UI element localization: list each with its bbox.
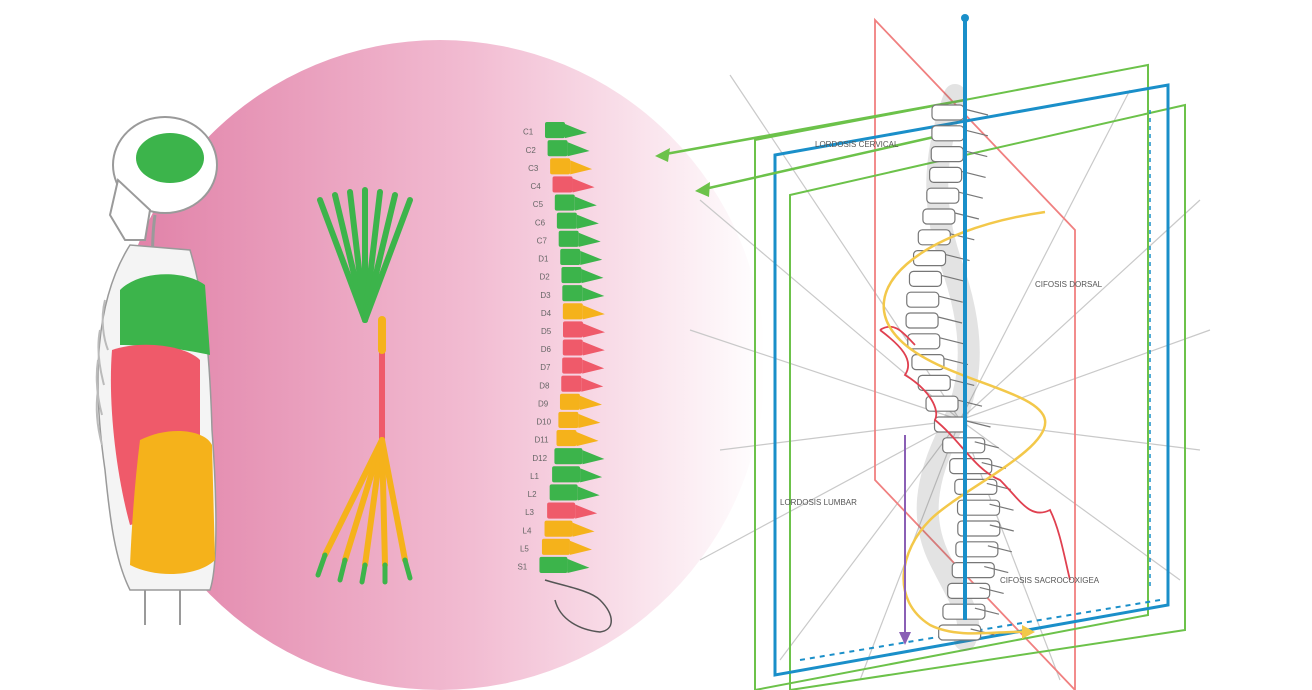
vertebra-outline: [931, 147, 963, 162]
vertebra-block: [557, 213, 577, 229]
vertebra-label: D12: [532, 454, 547, 463]
vertebra-outline: [914, 251, 946, 266]
vertebra-block: [550, 484, 578, 500]
vertebra-outline: [923, 209, 955, 224]
vertebra-label: L4: [523, 526, 532, 535]
pink-circle-background: [115, 40, 765, 690]
vertebra-block: [561, 376, 581, 392]
vertebra-outline: [948, 583, 990, 598]
vertebra-outline: [930, 167, 962, 182]
vertebra-block: [563, 339, 583, 355]
vertebra-block: [547, 503, 575, 519]
vertebra-label: D4: [541, 309, 552, 318]
vertebra-block: [553, 176, 573, 192]
vertebra-outline: [912, 355, 944, 370]
vertebra-label: D5: [541, 327, 552, 336]
vertebra-outline: [952, 563, 994, 578]
vertebra-label: S1: [517, 563, 527, 572]
vertebra-label: D8: [539, 381, 550, 390]
label-cervical: LORDOSIS CERVICAL: [815, 140, 899, 149]
vertebra-label: D10: [536, 418, 551, 427]
human-skeleton-figure: [97, 117, 217, 625]
vertebra-outline: [956, 542, 998, 557]
vertebra-block: [561, 267, 581, 283]
vertebra-block: [563, 321, 583, 337]
vertebra-block: [557, 430, 577, 446]
vertebra-outline: [906, 313, 938, 328]
vertebra-block: [563, 303, 583, 319]
green-muscle-region: [120, 274, 210, 355]
vertebra-spinous-process: [959, 192, 983, 198]
vertebra-outline: [918, 230, 950, 245]
vertebra-label: D9: [538, 399, 549, 408]
vertebra-label: L5: [520, 544, 529, 553]
label-dorsal: CIFOSIS DORSAL: [1035, 280, 1103, 289]
vertebra-label: D1: [538, 255, 549, 264]
brain-green: [136, 133, 204, 183]
orange-muscle-region: [130, 431, 215, 574]
vertebra-block: [559, 231, 579, 247]
vertebra-label: D2: [539, 273, 550, 282]
vertebra-block: [560, 394, 580, 410]
vertebra-block: [548, 140, 568, 156]
vertebra-block: [550, 158, 570, 174]
vertebra-label: D3: [540, 291, 551, 300]
vertebra-block: [545, 521, 573, 537]
label-lumbar: LORDOSIS LUMBAR: [780, 498, 857, 507]
vertebra-outline: [932, 126, 964, 141]
vertebra-label: C7: [537, 236, 548, 245]
label-sacro: CIFOSIS SACROCOXIGEA: [1000, 576, 1100, 585]
vertebra-label: C1: [523, 128, 534, 137]
vertebra-block: [539, 557, 567, 573]
vertebra-outline: [932, 105, 964, 120]
vertebra-label: C6: [535, 218, 546, 227]
vertebra-label: C2: [526, 146, 537, 155]
vertebra-block: [554, 448, 582, 464]
vertebra-spinous-process: [964, 130, 988, 136]
vertebra-block: [552, 466, 580, 482]
vertebra-label: C3: [528, 164, 539, 173]
vertebra-spinous-process: [964, 109, 988, 115]
vertebra-label: C4: [531, 182, 542, 191]
vertebra-block: [562, 285, 582, 301]
vertebra-label: L1: [530, 472, 539, 481]
vertebra-block: [545, 122, 565, 138]
vertebra-label: D11: [535, 436, 550, 445]
vertebra-block: [560, 249, 580, 265]
vertebra-outline: [909, 271, 941, 286]
vertebra-label: D7: [540, 363, 551, 372]
vertebra-label: C5: [533, 200, 544, 209]
vertebra-outline: [907, 292, 939, 307]
vertebra-block: [555, 194, 575, 210]
vertebra-label: L2: [528, 490, 537, 499]
vertebra-block: [542, 539, 570, 555]
vertebra-label: D6: [541, 345, 552, 354]
vertebra-block: [562, 358, 582, 374]
vertebra-label: L3: [525, 508, 534, 517]
vertebra-block: [558, 412, 578, 428]
vertebra-outline: [927, 188, 959, 203]
